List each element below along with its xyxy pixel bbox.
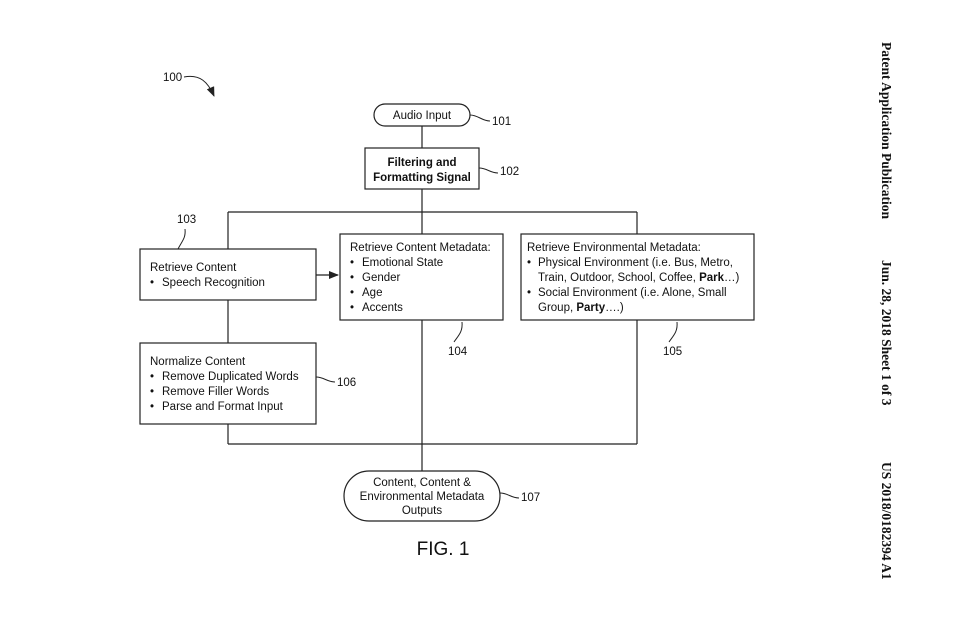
outputs-line-2: Environmental Metadata (360, 491, 485, 503)
env-metadata-title: Retrieve Environmental Metadata: (527, 242, 701, 254)
side-header: Patent Application Publication Jun. 28, … (879, 42, 894, 580)
leader-104 (453, 321, 463, 343)
node-retrieve-content: Retrieve Content • Speech Recognition (139, 248, 317, 301)
normalize-bullet-2: Remove Filler Words (162, 386, 269, 398)
figure-ref-arrow (183, 75, 215, 97)
side-header-date-sheet: Jun. 28, 2018 Sheet 1 of 3 (879, 260, 894, 406)
env-physical-bold: Park (699, 272, 725, 284)
bullet-mark: • (350, 302, 354, 314)
normalize-box (139, 342, 317, 425)
retrieve-content-bullet-1: Speech Recognition (162, 277, 265, 289)
content-metadata-title: Retrieve Content Metadata: (350, 242, 491, 254)
leader-101 (469, 114, 491, 122)
env-metadata-box (520, 233, 755, 321)
bullet-mark: • (150, 386, 154, 398)
node-filtering: Filtering and Formatting Signal (364, 147, 480, 190)
normalize-bullet-1: Remove Duplicated Words (162, 371, 299, 383)
content-metadata-bullet-1: Emotional State (362, 257, 443, 269)
outputs-line-3: Outputs (402, 505, 443, 517)
figure-caption: FIG. 1 (417, 539, 470, 560)
ref-103: 103 (177, 214, 196, 226)
leader-105 (668, 321, 678, 343)
node-normalize: Normalize Content • Remove Duplicated Wo… (139, 342, 317, 425)
side-header-number: US 2018/0182394 A1 (879, 462, 894, 580)
bullet-mark: • (350, 257, 354, 269)
leader-106 (315, 376, 336, 383)
env-social-tail: ….) (605, 302, 624, 314)
leader-103 (177, 228, 186, 250)
bullet-mark: • (527, 257, 531, 269)
leader-102 (478, 167, 499, 174)
bullet-mark: • (150, 371, 154, 383)
ref-102: 102 (500, 166, 519, 178)
bullet-mark: • (150, 401, 154, 413)
bullet-mark: • (150, 277, 154, 289)
bullet-mark: • (350, 287, 354, 299)
bullet-mark: • (527, 287, 531, 299)
retrieve-content-title: Retrieve Content (150, 262, 237, 274)
retrieve-content-box (139, 248, 317, 301)
figure-ref-label: 100 (163, 72, 182, 84)
bullet-mark: • (350, 272, 354, 284)
ref-106: 106 (337, 377, 356, 389)
content-metadata-bullet-3: Age (362, 287, 382, 299)
outputs-line-1: Content, Content & (373, 477, 471, 489)
ref-105: 105 (663, 346, 682, 358)
env-physical-line-1: Physical Environment (i.e. Bus, Metro, (538, 257, 733, 269)
env-social-bold: Party (576, 302, 605, 314)
ref-107: 107 (521, 492, 540, 504)
ref-104: 104 (448, 346, 468, 358)
env-physical-text: Train, Outdoor, School, Coffee, (538, 272, 699, 284)
filtering-box (364, 147, 480, 190)
content-metadata-box (339, 233, 504, 321)
normalize-bullet-3: Parse and Format Input (162, 401, 284, 413)
env-physical-tail: …) (724, 272, 740, 284)
env-social-line-2: Group, Party….) (538, 302, 624, 314)
side-header-publication: Patent Application Publication (879, 42, 894, 220)
node-audio-input: Audio Input (373, 103, 471, 127)
env-social-line-1: Social Environment (i.e. Alone, Small (538, 287, 727, 299)
node-env-metadata: Retrieve Environmental Metadata: • Physi… (520, 233, 755, 321)
normalize-title: Normalize Content (150, 356, 246, 368)
env-physical-line-2: Train, Outdoor, School, Coffee, Park…) (538, 272, 740, 284)
ref-101: 101 (492, 116, 511, 128)
leader-107 (499, 492, 520, 499)
node-content-metadata: Retrieve Content Metadata: • Emotional S… (339, 233, 504, 321)
outputs-terminal (343, 470, 501, 522)
filtering-line-1: Filtering and (388, 157, 457, 169)
node-outputs: Content, Content & Environmental Metadat… (343, 470, 501, 522)
filtering-line-2: Formatting Signal (373, 172, 471, 184)
content-metadata-bullet-4: Accents (362, 302, 403, 314)
content-metadata-bullet-2: Gender (362, 272, 401, 284)
connectors (227, 126, 638, 471)
audio-input-label: Audio Input (393, 110, 452, 122)
env-social-text: Group, (538, 302, 576, 314)
